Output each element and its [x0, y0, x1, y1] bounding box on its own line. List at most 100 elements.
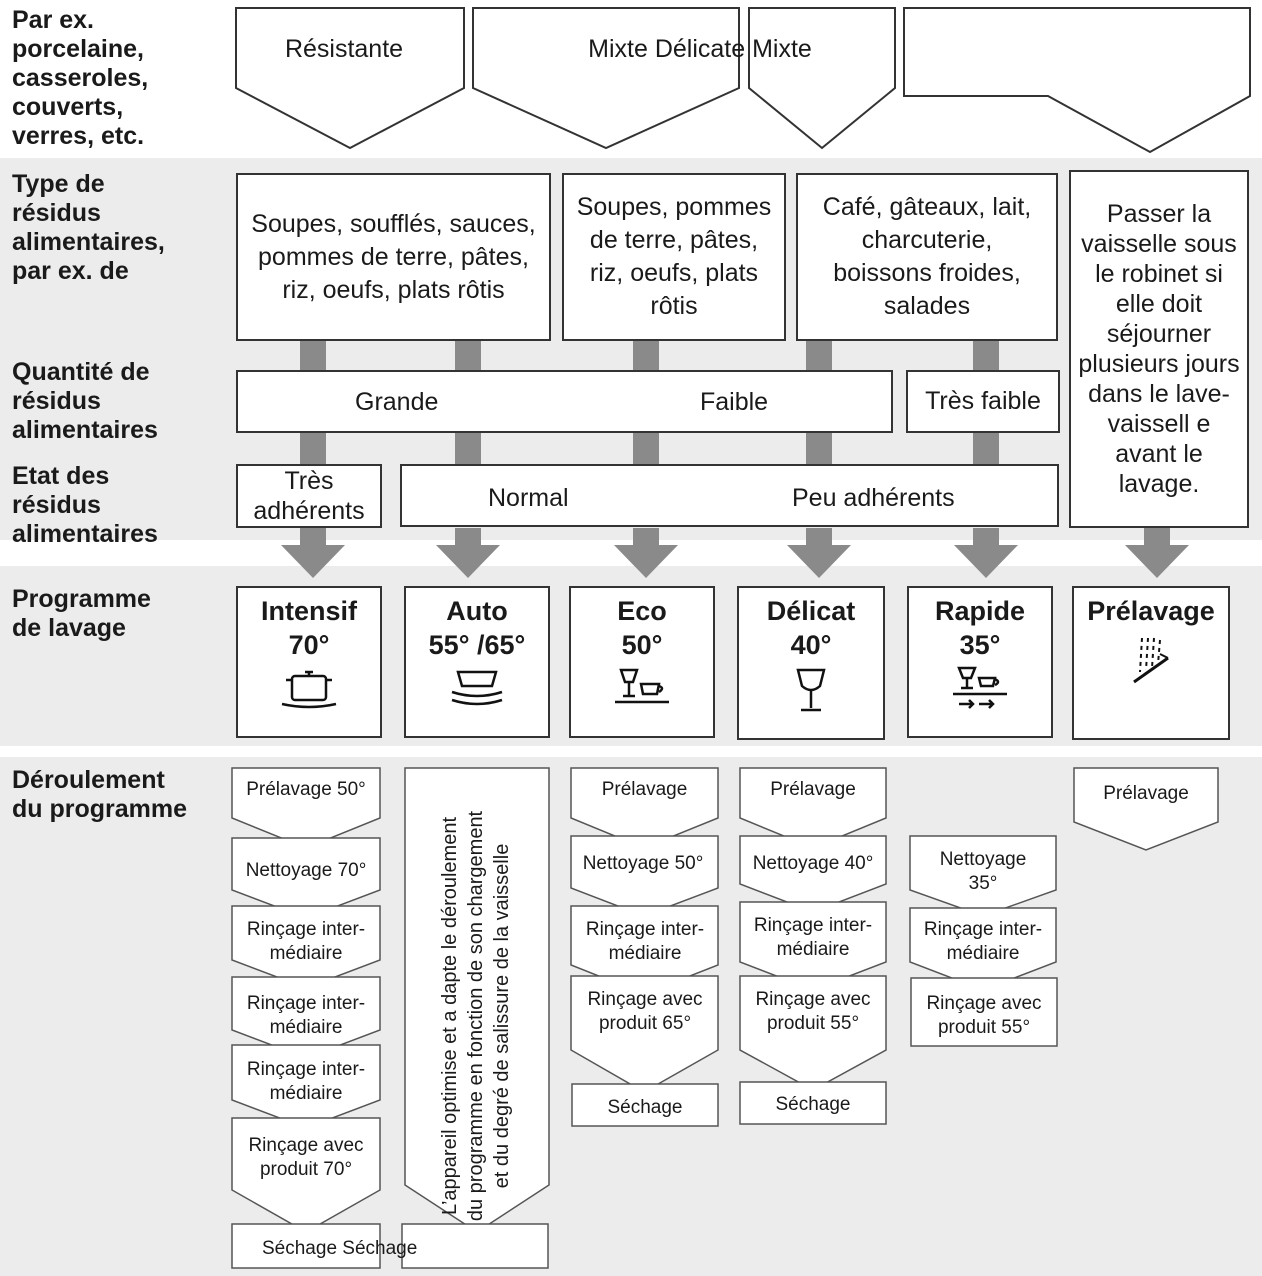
wine-glass-icon	[796, 668, 826, 712]
step-shape	[231, 905, 381, 989]
step-rapide-2: Rinçage inter-médiaire	[923, 919, 1043, 964]
down-arrow	[954, 528, 1018, 578]
state-very-sticky-box: Très adhérents	[236, 464, 382, 528]
step-shape	[231, 1044, 381, 1129]
residue-box-intensif-auto: Soupes, soufflés, sauces, pommes de terr…	[236, 173, 551, 341]
step-shape	[570, 835, 719, 917]
program-name: Rapide	[934, 596, 1026, 626]
down-arrow	[614, 528, 678, 578]
step-rapide-3: Rinçage avec produit 55°	[926, 993, 1042, 1038]
auto-long-arrow-shape	[404, 767, 550, 1233]
step-intensif-2: Nettoyage 70°	[245, 860, 367, 881]
step-shape	[231, 976, 381, 1059]
step-shape	[231, 1117, 381, 1233]
program-name: Eco	[617, 596, 667, 626]
step-eco-3: Rinçage inter-médiaire	[585, 919, 705, 964]
glass-and-cup-icon	[615, 668, 669, 704]
quantity-to-label: Faible	[700, 388, 769, 416]
step-shape	[1073, 767, 1219, 851]
step-intensif-5: Rinçage inter-médiaire	[246, 1059, 366, 1104]
connector	[300, 340, 326, 370]
program-name: Intensif	[260, 596, 357, 626]
row-label-residue-type: Type de résidus alimentaires, par ex. de	[12, 170, 165, 285]
down-arrow	[787, 528, 851, 578]
step-shape	[231, 767, 381, 849]
tab-mixte-shape	[472, 7, 740, 150]
step-shape	[739, 767, 887, 849]
step-delicat-1: Prélavage	[770, 779, 856, 800]
down-arrow	[436, 528, 500, 578]
step-shape	[231, 1223, 381, 1269]
program-temp: 40°	[790, 630, 832, 660]
row-label-state: Etat des résidus alimentaires	[12, 462, 158, 548]
program-temp: 55° /65°	[428, 630, 526, 660]
step-shape	[570, 975, 719, 1093]
connector	[973, 340, 999, 370]
tab-resistante-label: Résistante	[284, 35, 404, 63]
tab-mixte-label: Mixte Délicate Mixte	[588, 35, 812, 63]
quantity-very-low-box: Très faible	[906, 370, 1060, 433]
program-name: Auto	[446, 596, 508, 626]
tab-resistante-shape	[235, 7, 465, 150]
step-eco-1: Prélavage	[601, 779, 688, 800]
program-name: Délicat	[766, 596, 856, 626]
stacked-plates-icon	[451, 670, 503, 706]
connector	[973, 433, 999, 465]
step-shape	[570, 767, 719, 849]
program-prelavage: Prélavage	[1072, 586, 1230, 740]
step-shape	[739, 975, 887, 1091]
step-shape	[401, 1223, 549, 1269]
step-intensif-6: Rinçage avec produit 70°	[248, 1135, 364, 1180]
connector	[633, 433, 659, 465]
step-shape	[231, 837, 381, 919]
step-delicat-2: Nettoyage 40°	[752, 853, 874, 874]
down-arrow	[1125, 528, 1189, 578]
state-from-label: Normal	[488, 484, 569, 512]
program-temp: 70°	[288, 630, 330, 660]
down-arrow	[281, 528, 345, 578]
step-shape	[909, 835, 1057, 917]
program-intensif: Intensif 70°	[236, 586, 382, 738]
connector	[455, 340, 481, 370]
step-shape	[571, 1083, 719, 1127]
residue-box-prelavage: Passer la vaisselle sous le robinet si e…	[1069, 170, 1249, 528]
step-prelavage-1: Prélavage	[1103, 783, 1189, 804]
step-eco-4: Rinçage avec produit 65°	[587, 989, 703, 1034]
connector	[806, 433, 832, 465]
quantity-box	[236, 370, 893, 433]
tab-delicate-shape	[748, 7, 896, 150]
step-eco-2: Nettoyage 50°	[582, 853, 704, 874]
program-name: Prélavage	[1087, 596, 1215, 626]
tab-empty-shape	[903, 7, 1251, 154]
step-shape	[910, 977, 1058, 1047]
row-label-sequence: Déroulement du programme	[12, 766, 188, 823]
row-label-example: Par ex. porcelaine, casseroles, couverts…	[12, 6, 149, 150]
residue-box-eco: Soupes, pommes de terre, pâtes, riz, oeu…	[562, 173, 786, 341]
residue-box-delicat-rapide: Café, gâteaux, lait, charcuterie, boisso…	[796, 173, 1058, 341]
pot-icon	[281, 670, 337, 709]
row-label-quantity: Quantité de résidus alimentaires	[12, 358, 158, 444]
water-spray-icon	[1133, 637, 1169, 684]
step-drying-shared: Séchage Séchage	[262, 1238, 418, 1259]
step-intensif-4: Rinçage inter-médiaire	[246, 993, 366, 1038]
connector	[455, 433, 481, 465]
program-auto: Auto 55° /65°	[404, 586, 550, 738]
connector	[633, 340, 659, 370]
auto-sequence-text: L’appareil optimise et a dapte le déroul…	[439, 810, 513, 1222]
connector	[806, 340, 832, 370]
step-eco-5: Séchage	[607, 1097, 683, 1118]
step-shape	[739, 1081, 887, 1125]
step-shape	[909, 907, 1057, 991]
state-box	[400, 464, 1059, 527]
quantity-from-label: Grande	[355, 388, 439, 416]
program-eco: Eco 50°	[569, 586, 715, 738]
program-temp: 35°	[959, 630, 1001, 660]
step-intensif-1: Prélavage 50°	[246, 779, 366, 800]
program-delicat: Délicat 40°	[737, 586, 885, 740]
program-rapide: Rapide 35°	[907, 586, 1053, 738]
step-rapide-1: Nettoyage 35°	[939, 849, 1027, 894]
step-shape	[739, 835, 887, 913]
program-temp: 50°	[621, 630, 663, 660]
step-delicat-5: Séchage	[775, 1094, 851, 1115]
step-delicat-4: Rinçage avec produit 55°	[755, 989, 871, 1034]
